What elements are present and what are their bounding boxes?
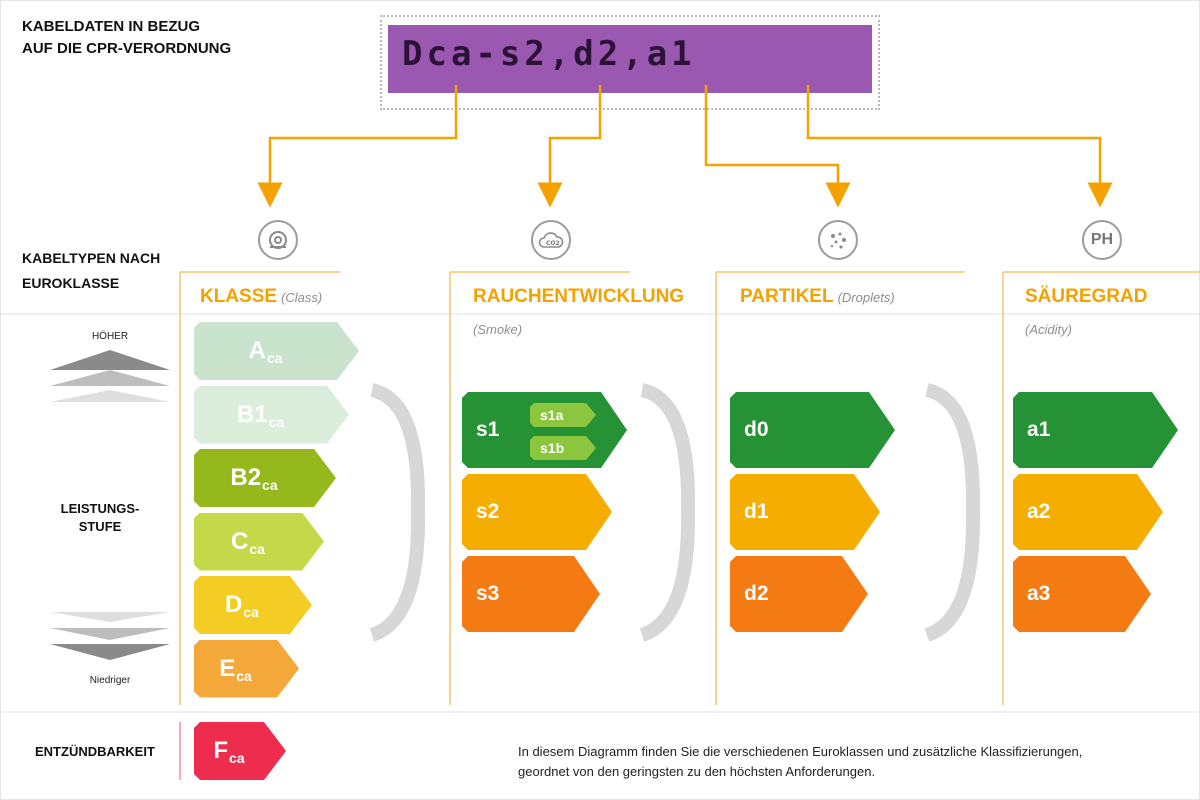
- smoke-sub-label-s1b: s1b: [540, 440, 565, 456]
- saeure-title: SÄUREGRAD: [1025, 286, 1148, 307]
- higher-arrows: [50, 350, 170, 402]
- co2-cloud-icon: CO2: [531, 220, 571, 260]
- class-badge-fca-sub: ca: [229, 750, 245, 766]
- class-badge-dca-main: D: [225, 591, 243, 618]
- partikel-title-text: PARTIKEL: [740, 286, 834, 307]
- droplet-label-d1: d1: [744, 500, 769, 523]
- cable-marking-text: Dca-s2,d2,a1: [402, 34, 696, 74]
- smoke-badge-s3: s3: [462, 556, 600, 632]
- saeure-subtitle: (Acidity): [1025, 322, 1072, 337]
- rauch-subtitle: (Smoke): [473, 322, 523, 337]
- class-badge-aca-sub: ca: [266, 350, 283, 366]
- class-badge-cca-main: C: [231, 527, 249, 555]
- class-badge-eca-main: E: [219, 654, 236, 682]
- droplet-label-d2: d2: [744, 582, 769, 605]
- lower-arrows: [50, 612, 170, 660]
- acidity-badge-a2: a2: [1013, 474, 1163, 550]
- ph-icon: PH: [1082, 220, 1122, 260]
- performance-label-line1: LEISTUNGS-: [60, 501, 140, 516]
- svg-text:CO2: CO2: [546, 240, 560, 247]
- lower-label: Niedriger: [89, 675, 131, 686]
- klasse-subtitle: (Class): [281, 290, 323, 305]
- arrow-saeure: [806, 85, 1113, 208]
- performance-label: LEISTUNGS- STUFE: [35, 500, 165, 536]
- types-label: KABELTYPEN NACH EUROKLASSE: [22, 246, 160, 296]
- smoke-label-s3: s3: [476, 582, 500, 605]
- class-badge-aca-main: A: [248, 337, 266, 364]
- acidity-label-a1: a1: [1027, 418, 1051, 441]
- smoke-label-s2: s2: [476, 500, 500, 523]
- droplets-icon: [818, 220, 858, 260]
- klasse-title-text: KLASSE: [200, 286, 278, 307]
- flammability-label: ENTZÜNDBARKEIT: [35, 744, 155, 759]
- chevron-2: [639, 383, 696, 642]
- class-badge-b2ca-sub: ca: [262, 477, 278, 493]
- footnote-line1: In diesem Diagramm finden Sie die versch…: [518, 744, 1083, 759]
- acidity-badge-a1: a1: [1013, 392, 1178, 468]
- smoke-sub-label-s1a: s1a: [540, 407, 564, 423]
- smoke-badge-s2: s2: [462, 474, 612, 550]
- acidity-label-a2: a2: [1027, 500, 1051, 523]
- class-badge-b1ca-sub: ca: [268, 413, 285, 430]
- droplet-badge-d0: d0: [730, 392, 895, 468]
- class-badge-dca-sub: ca: [243, 604, 259, 620]
- arrow-klasse: [257, 85, 458, 208]
- acidity-badge-a3: a3: [1013, 556, 1151, 632]
- rauch-title: RAUCHENTWICKLUNG: [473, 286, 685, 307]
- types-label-line1: KABELTYPEN NACH: [22, 250, 161, 266]
- class-badge-eca-sub: ca: [236, 667, 252, 684]
- cable-reel-icon: [258, 220, 298, 260]
- smoke-sub-badge-s1a: s1a: [530, 403, 596, 427]
- droplet-badge-d2: d2: [730, 556, 868, 632]
- class-badge-b2ca-main: B2: [230, 464, 262, 491]
- performance-label-line2: STUFE: [78, 519, 122, 534]
- header-title-line2: AUF DIE CPR-VERORDNUNG: [22, 40, 232, 57]
- ph-icon-text: PH: [1090, 231, 1114, 248]
- chevron-3: [924, 383, 981, 642]
- footnote: In diesem Diagramm finden Sie die versch…: [518, 742, 1082, 782]
- arrow-partikel: [704, 85, 851, 208]
- class-badge-cca-sub: ca: [249, 540, 265, 557]
- arrow-rauch: [537, 85, 602, 208]
- chevron-1: [369, 383, 426, 642]
- class-badge-b1ca-main: B1: [236, 400, 268, 428]
- smoke-label-s1: s1: [476, 418, 500, 441]
- partikel-title: PARTIKEL(Droplets): [740, 286, 895, 308]
- klasse-title: KLASSE(Class): [200, 286, 322, 308]
- higher-label: HÖHER: [91, 331, 129, 342]
- partikel-subtitle: (Droplets): [837, 290, 895, 305]
- class-badge-fca-main: F: [213, 737, 229, 764]
- cable-marking-photo: Dca-s2,d2,a1: [380, 15, 880, 110]
- acidity-label-a3: a3: [1027, 582, 1051, 605]
- types-label-line2: EUROKLASSE: [22, 275, 120, 291]
- header-title-line1: KABELDATEN IN BEZUG: [22, 18, 201, 35]
- header-title: KABELDATEN IN BEZUG AUF DIE CPR-VERORDNU…: [22, 16, 231, 60]
- droplet-badge-d1: d1: [730, 474, 880, 550]
- droplet-label-d0: d0: [744, 418, 769, 441]
- smoke-sub-badge-s1b: s1b: [530, 436, 596, 460]
- footnote-line2: geordnet von den geringsten zu den höchs…: [518, 764, 876, 779]
- cable-jacket: [388, 25, 872, 93]
